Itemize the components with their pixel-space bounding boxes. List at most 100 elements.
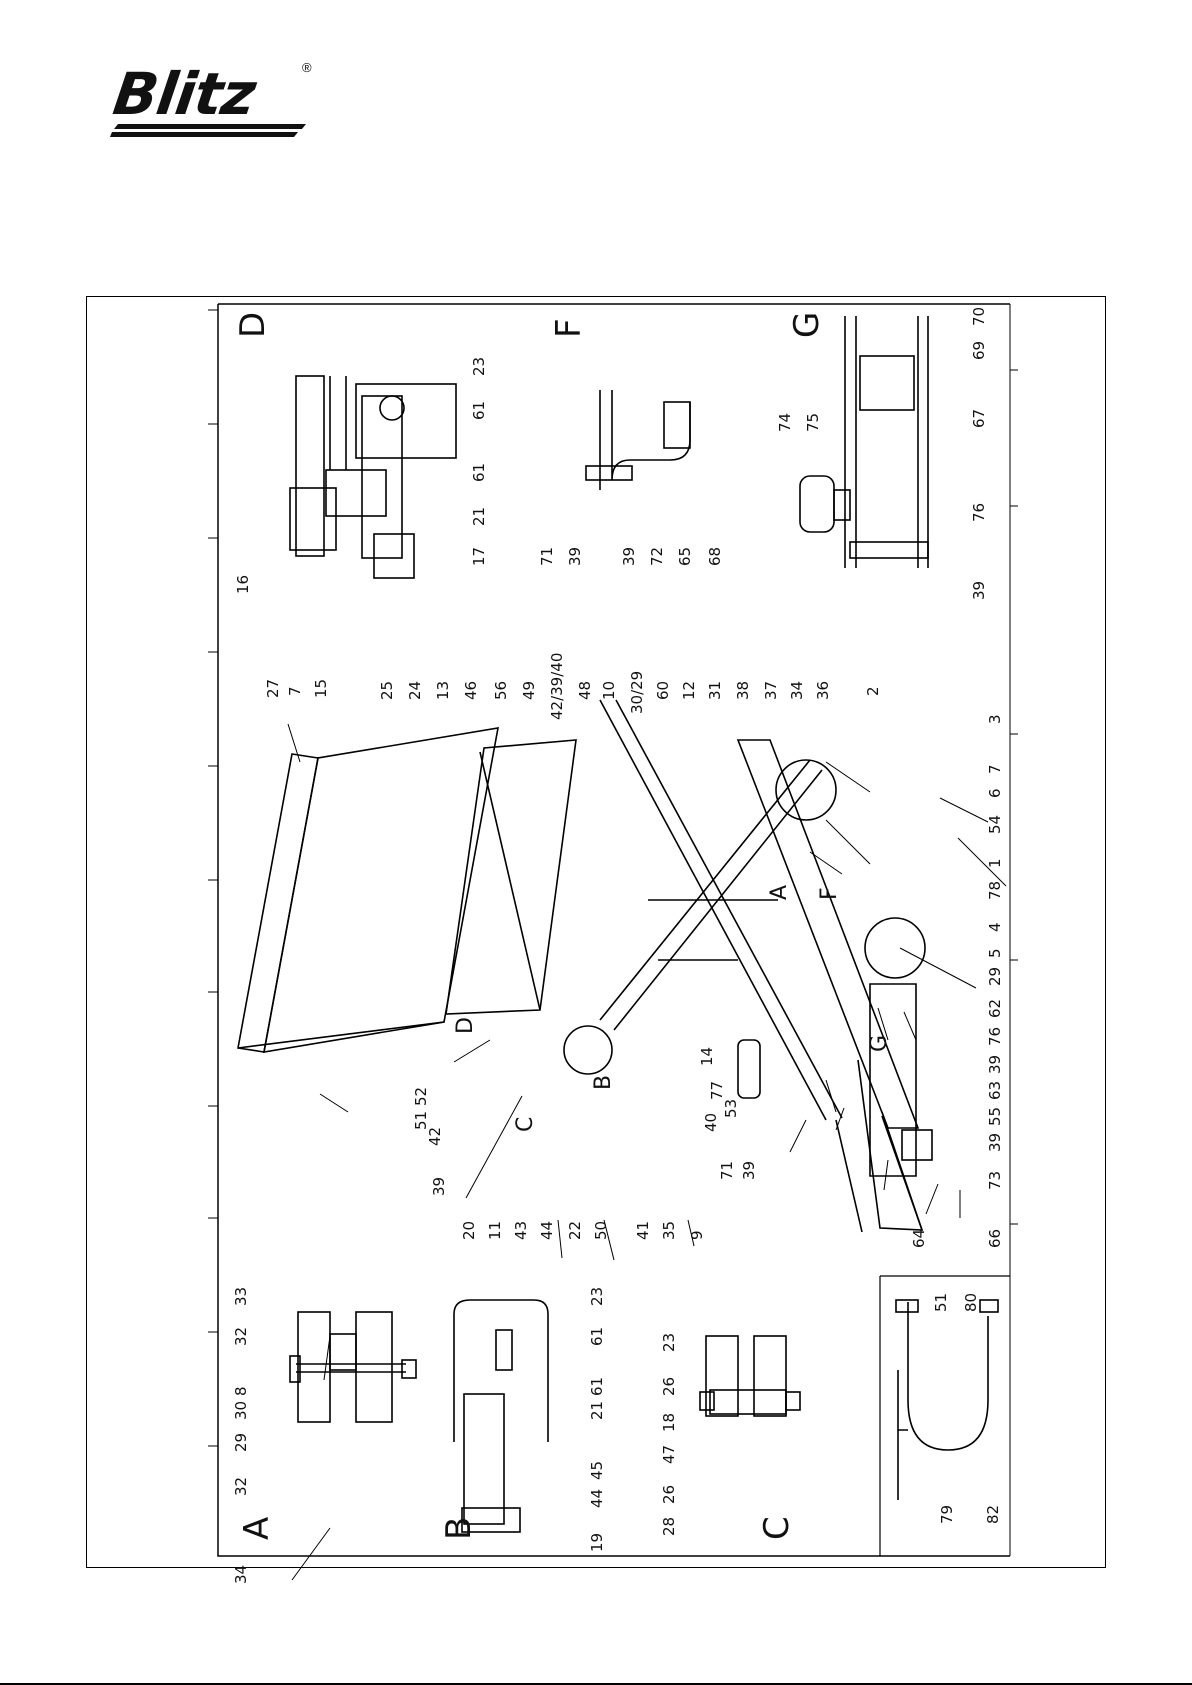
part-label: 23 bbox=[588, 1287, 606, 1306]
view-label-a: A bbox=[237, 1517, 277, 1540]
view-f-part-labels: 71 39 39 72 65 68 bbox=[538, 547, 724, 566]
main-marker-a: A bbox=[767, 885, 792, 900]
part-label: 76 bbox=[970, 503, 988, 522]
part-label: 26 bbox=[660, 1485, 678, 1504]
part-label: 18 bbox=[660, 1413, 678, 1432]
part-label: 76 bbox=[986, 1027, 1004, 1046]
part-label: 40 bbox=[702, 1113, 720, 1132]
part-label: 39 bbox=[986, 1055, 1004, 1074]
detail-view-g-drawing bbox=[799, 316, 929, 568]
part-label: 46 bbox=[462, 681, 480, 700]
view-d-part-labels: 23 61 61 21 17 16 bbox=[234, 357, 488, 594]
page-bottom-rule bbox=[0, 1683, 1192, 1685]
part-label: 23 bbox=[660, 1333, 678, 1352]
part-label: 33 bbox=[232, 1287, 250, 1306]
part-label: 27 bbox=[264, 679, 282, 698]
part-label: 67 bbox=[970, 409, 988, 428]
main-marker-b: B bbox=[591, 1075, 616, 1090]
part-label: 35 bbox=[660, 1221, 678, 1240]
part-label: 17 bbox=[470, 547, 488, 566]
detail-view-d-drawing bbox=[289, 375, 457, 579]
part-label: 32 bbox=[232, 1477, 250, 1496]
part-label: 74 bbox=[776, 413, 794, 432]
part-label: 28 bbox=[660, 1517, 678, 1536]
part-label: 4 bbox=[986, 922, 1004, 932]
part-label: 61 bbox=[470, 401, 488, 420]
part-label: 42 bbox=[426, 1127, 444, 1146]
part-label: 20 bbox=[460, 1221, 478, 1240]
part-label: 1 bbox=[986, 858, 1004, 868]
part-label: 39 bbox=[620, 547, 638, 566]
part-label: 48 bbox=[576, 681, 594, 700]
view-a-part-labels: 33 32 8 30 29 32 34 bbox=[232, 1287, 250, 1584]
part-label: 73 bbox=[986, 1171, 1004, 1190]
view-c-part-labels: 23 26 18 47 26 28 bbox=[660, 1333, 678, 1536]
part-label: 29 bbox=[232, 1433, 250, 1452]
part-label: 8 bbox=[232, 1386, 250, 1396]
view-label-d: D bbox=[233, 312, 273, 338]
scissor-lift-table-drawing bbox=[237, 699, 933, 1233]
part-label: 52 bbox=[412, 1087, 430, 1106]
part-label: 38 bbox=[734, 681, 752, 700]
inner-frame bbox=[208, 303, 1018, 1557]
view-label-b: B bbox=[439, 1517, 479, 1540]
part-label: 31 bbox=[706, 681, 724, 700]
part-label: 44 bbox=[588, 1489, 606, 1508]
part-label: 63 bbox=[986, 1081, 1004, 1100]
part-label: 47 bbox=[660, 1445, 678, 1464]
part-label: 69 bbox=[970, 341, 988, 360]
part-label: 43 bbox=[512, 1221, 530, 1240]
part-label: 7 bbox=[286, 686, 304, 696]
part-label: 19 bbox=[588, 1533, 606, 1552]
part-label: 71 bbox=[718, 1161, 736, 1180]
view-label-c: C bbox=[757, 1516, 797, 1540]
part-label: 3 bbox=[986, 714, 1004, 724]
part-label: 22 bbox=[566, 1221, 584, 1240]
part-label: 75 bbox=[804, 413, 822, 432]
detail-view-c-drawing bbox=[699, 1335, 801, 1417]
part-label: 21 bbox=[588, 1401, 606, 1420]
part-label: 32 bbox=[232, 1327, 250, 1346]
main-marker-c: C bbox=[513, 1117, 538, 1132]
view-label-f: F bbox=[549, 318, 589, 338]
part-label: 15 bbox=[312, 679, 330, 698]
blitz-logo: Blitz ® bbox=[109, 58, 320, 142]
part-label: 61 bbox=[588, 1377, 606, 1396]
part-label: 39 bbox=[430, 1177, 448, 1196]
part-label: 51 bbox=[932, 1293, 950, 1312]
part-label: 61 bbox=[470, 463, 488, 482]
part-label: 56 bbox=[492, 681, 510, 700]
main-part-labels: 27 7 15 25 24 13 46 56 49 42/39/40 48 10… bbox=[264, 653, 1004, 1248]
part-label: 49 bbox=[520, 681, 538, 700]
part-label: 5 bbox=[986, 948, 1004, 958]
part-label: 78 bbox=[986, 881, 1004, 900]
part-label: 30 bbox=[232, 1401, 250, 1420]
part-label: 25 bbox=[378, 681, 396, 700]
part-label: 39 bbox=[566, 547, 584, 566]
part-label: 45 bbox=[588, 1461, 606, 1480]
part-label: 53 bbox=[722, 1099, 740, 1118]
part-label: 44 bbox=[538, 1221, 556, 1240]
part-label: 42/39/40 bbox=[548, 653, 566, 720]
part-label: 34 bbox=[232, 1565, 250, 1584]
part-label: 77 bbox=[708, 1081, 726, 1100]
part-label: 23 bbox=[470, 357, 488, 376]
part-label: 24 bbox=[406, 681, 424, 700]
part-label: 9 bbox=[688, 1230, 706, 1240]
view-b-part-labels: 23 61 61 21 45 44 19 bbox=[588, 1287, 606, 1552]
main-marker-d: D bbox=[453, 1017, 478, 1034]
registered-mark: ® bbox=[302, 60, 312, 75]
part-label: 70 bbox=[970, 307, 988, 326]
part-label: 34 bbox=[788, 681, 806, 700]
view-letter-labels: D F G A B C bbox=[233, 312, 827, 1540]
part-label: 72 bbox=[648, 547, 666, 566]
part-label: 64 bbox=[910, 1229, 928, 1248]
part-label: 30/29 bbox=[628, 671, 646, 714]
detail-view-b-drawing bbox=[453, 1299, 549, 1533]
main-marker-g: G bbox=[867, 1035, 892, 1052]
part-label: 62 bbox=[986, 999, 1004, 1018]
part-label: 12 bbox=[680, 681, 698, 700]
part-label: 37 bbox=[762, 681, 780, 700]
part-label: 41 bbox=[634, 1221, 652, 1240]
part-label: 36 bbox=[814, 681, 832, 700]
